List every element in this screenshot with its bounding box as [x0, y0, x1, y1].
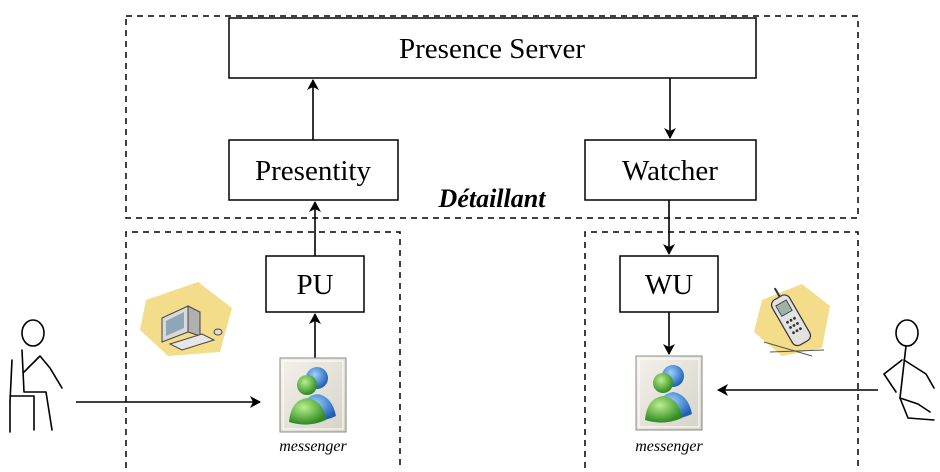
presentity-node: Presentity	[228, 139, 399, 201]
wu-label: WU	[645, 269, 693, 301]
wu-node: WU	[619, 255, 719, 313]
detaillant-label: Détaillant	[438, 184, 547, 213]
msn-messenger-icon	[279, 357, 347, 433]
user-side-zone-left	[125, 231, 401, 468]
pu-node: PU	[265, 255, 365, 313]
msn-messenger-icon	[635, 355, 703, 431]
detaillant-zone	[125, 15, 859, 219]
presentity-label: Presentity	[255, 155, 371, 187]
presence-server-node: Presence Server	[228, 17, 757, 79]
mobile-phone-icon	[754, 284, 830, 357]
watcher-label: Watcher	[622, 155, 718, 187]
user-side-zone-right	[584, 231, 859, 468]
messenger-caption-right: messenger	[635, 438, 703, 455]
messenger-caption-left: messenger	[279, 438, 347, 455]
sitting-person-icon	[9, 319, 63, 433]
presence-server-label: Presence Server	[399, 33, 585, 65]
walking-person-icon	[883, 319, 935, 421]
pu-label: PU	[296, 269, 333, 301]
desktop-computer-icon	[140, 282, 232, 356]
watcher-node: Watcher	[584, 139, 757, 201]
